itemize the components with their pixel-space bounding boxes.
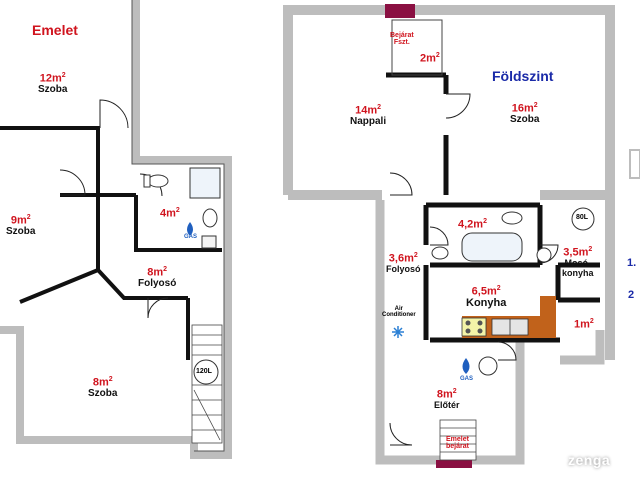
upper-room-4: 8m2 Folyosó (138, 266, 177, 290)
ground-outer-walls (283, 5, 615, 360)
ground-room-bedroom: 16m2 Szoba (510, 102, 540, 126)
gas-label-upper: GAS (184, 234, 198, 240)
boiler-80-label: 80L (576, 214, 589, 221)
room-name: Szoba (38, 84, 68, 96)
upper-bathroom-fixtures (143, 167, 221, 249)
legend-2: 2 (628, 289, 635, 301)
upper-floor-plan (0, 0, 232, 459)
gas-label-ground: GAS (460, 376, 474, 382)
gas-meter-icon-ground (462, 358, 470, 374)
upper-interior-walls (0, 126, 222, 304)
camera-icon (544, 452, 564, 472)
ground-room-laundry: 3,5m2 Mosó- konyha (562, 246, 594, 278)
watermark: zenga (568, 452, 611, 468)
ground-stairs (439, 419, 477, 461)
sink-icon-ground (431, 246, 449, 260)
ground-room-small: 1m2 (574, 318, 594, 331)
boiler-icon (193, 359, 219, 385)
ground-room-hall: 3,6m2 Folyosó (386, 252, 421, 275)
upper-entrance-label: Emelet bejárat (446, 436, 469, 451)
toilet-icon (147, 174, 169, 188)
kitchen-counter (461, 296, 556, 338)
shower-icon (189, 167, 221, 199)
sink-icon (202, 208, 218, 228)
toilet-icon-ground (501, 211, 523, 225)
ground-doors (389, 93, 559, 446)
upper-room-2: 9m2 Szoba (6, 214, 36, 238)
upper-outer-walls (0, 0, 232, 459)
ground-room-living: 14m2 Nappali (350, 104, 387, 128)
upper-room-1: 12m2 Szoba (38, 72, 68, 96)
gas-meter-icon (187, 222, 193, 236)
upper-room-3: 4m2 (160, 207, 180, 220)
ground-entrance-marker (385, 4, 415, 18)
ground-room-kitchen: 6,5m2 Konyha (466, 285, 507, 310)
upper-doors (59, 99, 169, 319)
ground-room-entry: 2m2 (420, 52, 440, 65)
bathtub-icon (461, 232, 523, 262)
upper-entrance-marker (436, 460, 472, 468)
air-conditioner-label: Air Conditioner (382, 306, 416, 319)
ground-entrance-label: Bejárat Fszt. (390, 32, 414, 47)
upper-floor-title: Emelet (32, 22, 78, 38)
legend-1: 1. (627, 257, 637, 269)
stove-icon (461, 317, 487, 337)
boiler-ground-icon (571, 207, 595, 231)
right-edge-fragment (629, 149, 640, 179)
upper-room-5: 8m2 Szoba (88, 376, 118, 400)
upper-outer-wall-inner (131, 0, 225, 452)
ground-room-bath: 4,2m2 (458, 218, 487, 231)
snowflake-icon (392, 326, 404, 338)
ground-floor-title: Földszint (492, 68, 554, 84)
ground-room-foyer: 8m2 Előtér (434, 388, 460, 411)
washing-machine-icon (536, 247, 552, 263)
ground-bathroom-fixtures (431, 207, 595, 263)
ground-floor-plan (283, 4, 615, 468)
boiler-120-label: 120L (196, 368, 212, 375)
room-area: 12 (39, 72, 52, 85)
